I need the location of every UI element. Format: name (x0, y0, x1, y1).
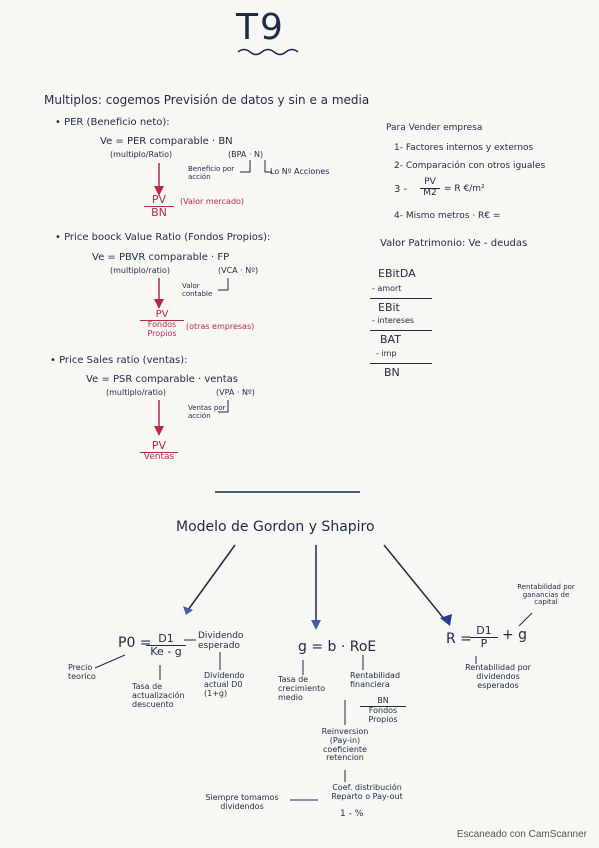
r-label: R = (446, 631, 472, 647)
psr-pv-num: PV (151, 439, 167, 452)
cascade-rule-3 (370, 363, 432, 364)
per-pv-note: (Valor mercado) (180, 197, 245, 206)
p0-fraction: D1 Ke - g (146, 632, 186, 658)
reinversion: Reinversion (Pay-in) coeficiente retenci… (321, 727, 369, 763)
rf-den: Fondos Propios (360, 705, 406, 725)
right-heading: Para Vender empresa (386, 123, 483, 133)
rentabilidad-financiera: Rentabilidad financiera (350, 671, 401, 689)
right-item-3-num: PV (424, 177, 436, 187)
pbvr-arrow-head (154, 299, 164, 309)
intro-line: Multiplos: cogemos Previsión de datos y … (44, 93, 370, 107)
pbvr-pv-den: Fondos Propios (140, 320, 184, 339)
psr-pv-fraction: PV Ventas (140, 439, 178, 463)
p0-to-precio (94, 654, 126, 669)
tasa-crecimiento: Tasa de crecimiento medio (278, 675, 326, 702)
per-note-acciones: Lo Nº Acciones (270, 167, 330, 176)
coef-distribucion: Coef. distribución Reparto o Pay-out (331, 783, 403, 801)
pbvr-pv-note: (otras empresas) (186, 322, 255, 331)
div-esperado: Dividendo esperado (198, 631, 244, 651)
per-bpa-arrow (240, 160, 251, 173)
per-sub-right: (BPA · N) (228, 150, 264, 159)
div-actual: Dividendo actual D0 (1+g) (204, 671, 245, 698)
pbvr-pv-num: PV (155, 309, 169, 320)
r-plus-g: + g (502, 627, 528, 643)
per-pv-den: BN (144, 206, 174, 219)
psr-formula: Ve = PSR comparable · ventas (86, 374, 239, 385)
branch-left-head (183, 606, 193, 615)
rf-fraction: BN Fondos Propios (360, 696, 406, 725)
g-to-rent-capital (518, 612, 533, 627)
cascade-ebit: EBit (378, 301, 400, 314)
branch-left (187, 544, 236, 611)
right-item-3-fraction: PV M2 (420, 177, 440, 199)
uno-menos: 1 - % (340, 809, 364, 819)
gordon-title: Modelo de Gordon y Shapiro (176, 519, 375, 535)
cascade-rule-1 (370, 298, 432, 299)
psr-pv-den: Ventas (140, 452, 178, 463)
valor-patrimonio: Valor Patrimonio: Ve - deudas (380, 238, 528, 249)
right-item-3-prefix: 3 - (394, 184, 408, 195)
scanner-footer: Escaneado con CamScanner (456, 829, 587, 840)
title-squiggle (237, 48, 299, 56)
per-pv-num: PV (151, 193, 167, 206)
pbvr-vca-arrow (218, 278, 229, 291)
cascade-bat: BAT (380, 333, 401, 346)
right-item-3-suffix: = R €/m² (444, 184, 485, 194)
cascade-rule-2 (370, 330, 432, 331)
per-note-beneficio: Beneficio por acción (188, 165, 235, 181)
p0-den: Ke - g (146, 645, 186, 658)
pbvr-sub-right: (VCA · Nº) (218, 266, 259, 275)
cascade-intereses: - intereses (372, 316, 415, 325)
r-den: P (470, 637, 498, 650)
psr-vpa-arrow (218, 400, 229, 413)
psr-arrow-head (154, 426, 164, 436)
rent-dividendos: Rentabilidad por dividendos esperados (465, 663, 531, 690)
rf-num: BN (377, 696, 389, 705)
tasa-actualizacion: Tasa de actualización descuento (132, 682, 185, 709)
psr-heading: • Price Sales ratio (ventas): (50, 355, 188, 366)
r-num: D1 (476, 624, 492, 637)
branch-middle-head (311, 620, 321, 630)
cascade-imp: - imp (376, 349, 397, 358)
per-formula: Ve = PER comparable · BN (100, 136, 233, 147)
psr-sub-left: (multiplo/ratio) (106, 388, 167, 397)
psr-note-ventas: Ventas por acción (188, 404, 226, 420)
right-item-1: 1- Factores internos y externos (394, 143, 534, 153)
cascade-bn: BN (384, 366, 400, 379)
per-arrow-head (154, 186, 164, 196)
pbvr-formula: Ve = PBVR comparable · FP (92, 252, 230, 263)
per-heading: • PER (Beneficio neto): (55, 117, 170, 128)
pbvr-heading: • Price boock Value Ratio (Fondos Propio… (55, 232, 271, 243)
p0-num: D1 (158, 632, 174, 645)
p0-label: P0 = (118, 635, 152, 651)
per-sub-left: (multiplo/Ratio) (110, 150, 173, 159)
pbvr-sub-left: (multiplo/ratio) (110, 266, 171, 275)
cascade-ebitda: EBitDA (378, 267, 416, 280)
per-pv-fraction: PV BN (144, 193, 174, 219)
branch-right (383, 544, 446, 621)
cascade-amort: - amort (372, 284, 402, 293)
siempre-tomamos: Siempre tomamos dividendos (205, 793, 279, 811)
pbvr-note-valor: Valor contable (182, 282, 213, 298)
precio-teorico: Precio teorico (68, 663, 96, 681)
right-item-2: 2- Comparación con otros iguales (394, 161, 546, 171)
branch-right-head (440, 614, 452, 626)
rent-capital: Rentabilidad por ganancias de capital (517, 583, 575, 607)
per-n-arrow (264, 160, 272, 173)
right-item-4: 4- Mismo metros · R€ = (394, 211, 501, 221)
page-title: T9 (236, 7, 285, 48)
r-fraction: D1 P (470, 624, 498, 650)
psr-sub-right: (VPA · Nº) (216, 388, 255, 397)
pbvr-pv-fraction: PV Fondos Propios (140, 309, 184, 339)
right-item-3-den: M2 (420, 187, 440, 199)
g-formula: g = b · RoE (298, 639, 377, 655)
